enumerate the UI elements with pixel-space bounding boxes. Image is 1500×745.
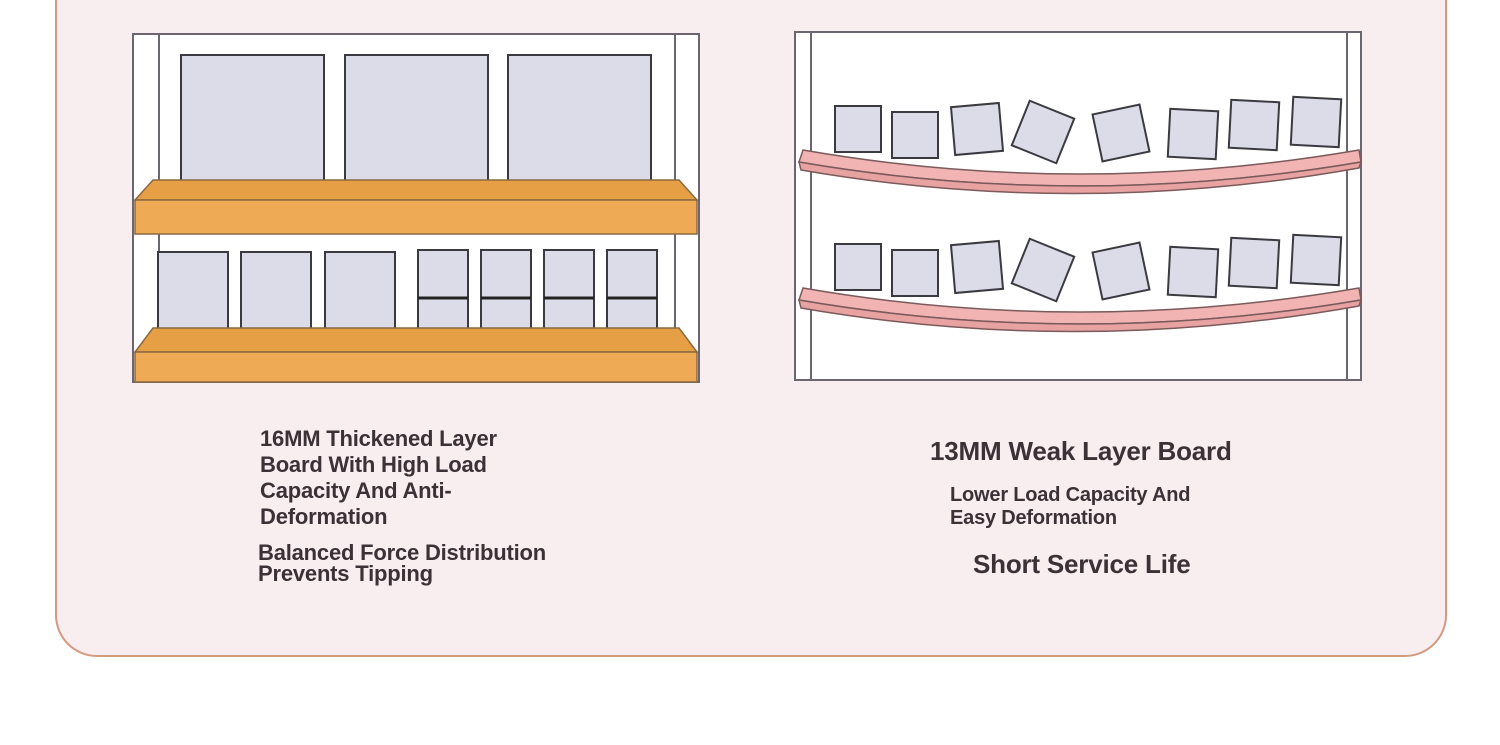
bent-shelf-illustration [793, 28, 1365, 384]
right-heading: 13MM Weak Layer Board [930, 436, 1232, 466]
right-note: Short Service Life [973, 549, 1191, 579]
left-heading: 16MM Thickened Layer Board With High Loa… [260, 426, 497, 529]
right-subheading: Lower Load Capacity And Easy Deformation [950, 484, 1191, 529]
thick-shelf-illustration [131, 30, 703, 386]
left-subheading: Balanced Force Distribution Prevents Tip… [258, 540, 546, 586]
